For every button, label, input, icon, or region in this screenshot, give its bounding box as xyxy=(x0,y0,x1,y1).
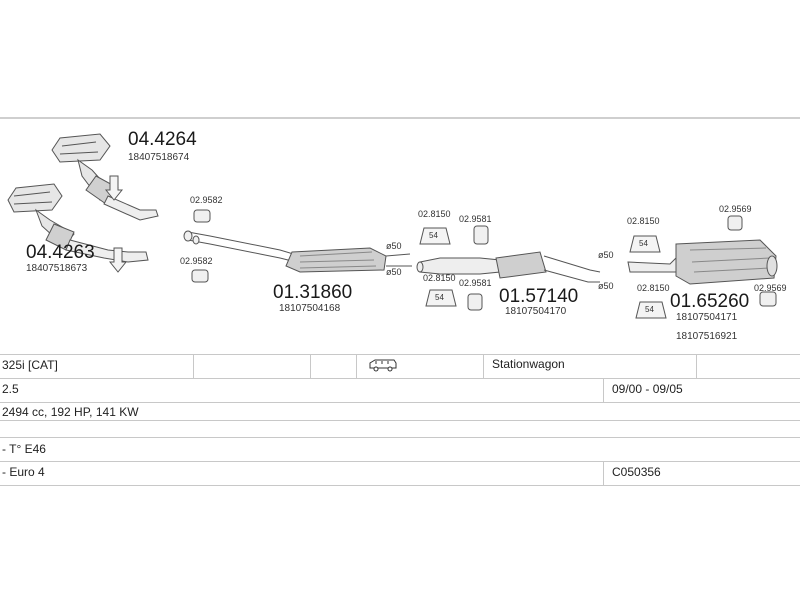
oem-number: 18407518673 xyxy=(26,263,88,274)
part-code[interactable]: 01.65260 xyxy=(670,291,750,312)
oem-number: 18107516921 xyxy=(676,331,738,342)
vehicle-type: - T° E46 xyxy=(2,442,46,456)
table-rule xyxy=(0,420,800,421)
station-wagon-icon xyxy=(368,358,398,376)
accessory-code[interactable]: 02.9569 xyxy=(719,204,752,214)
table-rule xyxy=(0,354,800,355)
sensor-icon xyxy=(104,175,124,201)
manifold-lower[interactable] xyxy=(7,183,149,263)
clamp-badge: 54 xyxy=(429,231,438,240)
rear-silencer[interactable] xyxy=(627,239,778,285)
rubber-hanger[interactable] xyxy=(191,209,777,311)
diameter-label: ø50 xyxy=(386,241,402,251)
engine-specs: 2494 cc, 192 HP, 141 KW xyxy=(2,405,139,419)
table-divider xyxy=(193,355,194,378)
table-divider xyxy=(483,355,484,378)
oem-number: 18107504171 xyxy=(676,312,738,323)
accessory-code[interactable]: 02.9581 xyxy=(459,214,492,224)
table-rule xyxy=(0,485,800,486)
oem-number: 18407518674 xyxy=(128,152,190,163)
vehicle-model: 325i [CAT] xyxy=(2,358,58,372)
table-divider xyxy=(603,379,604,402)
engine-size: 2.5 xyxy=(2,382,19,396)
emission-class: - Euro 4 xyxy=(2,465,45,479)
accessory-code[interactable]: 02.8150 xyxy=(637,283,670,293)
part-code[interactable]: 01.57140 xyxy=(499,286,579,307)
oem-number: 18107504168 xyxy=(279,303,341,314)
accessory-code[interactable]: 02.8150 xyxy=(418,209,451,219)
table-rule xyxy=(0,402,800,403)
clamp-badge: 54 xyxy=(645,305,654,314)
sensor-icon xyxy=(108,247,128,273)
table-divider xyxy=(603,462,604,485)
oem-number: 18107504170 xyxy=(505,306,567,317)
clamp-ring[interactable] xyxy=(419,227,667,319)
table-rule xyxy=(0,437,800,438)
body-type: Stationwagon xyxy=(492,357,565,371)
table-rule xyxy=(0,461,800,462)
table-divider xyxy=(696,355,697,378)
clamp-badge: 54 xyxy=(639,239,648,248)
part-code[interactable]: 04.4264 xyxy=(128,129,197,150)
table-rule xyxy=(0,378,800,379)
accessory-code[interactable]: 02.9581 xyxy=(459,278,492,288)
middle-silencer[interactable] xyxy=(416,251,601,283)
diameter-label: ø50 xyxy=(386,267,402,277)
part-code[interactable]: 01.31860 xyxy=(273,282,353,303)
accessory-code[interactable]: 02.9582 xyxy=(190,195,223,205)
front-silencer[interactable] xyxy=(285,247,412,273)
diameter-label: ø50 xyxy=(598,281,614,291)
accessory-code[interactable]: 02.9569 xyxy=(754,283,787,293)
diameter-label: ø50 xyxy=(598,250,614,260)
catalog-code: C050356 xyxy=(612,465,661,479)
clamp-badge: 54 xyxy=(435,293,444,302)
front-pipe[interactable] xyxy=(183,230,301,263)
accessory-code[interactable]: 02.8150 xyxy=(627,216,660,226)
accessory-code[interactable]: 02.9582 xyxy=(180,256,213,266)
part-code[interactable]: 04.4263 xyxy=(26,242,95,263)
table-divider xyxy=(356,355,357,378)
production-years: 09/00 - 09/05 xyxy=(612,382,683,396)
accessory-code[interactable]: 02.8150 xyxy=(423,273,456,283)
table-divider xyxy=(310,355,311,378)
manifold-upper[interactable] xyxy=(51,133,159,221)
